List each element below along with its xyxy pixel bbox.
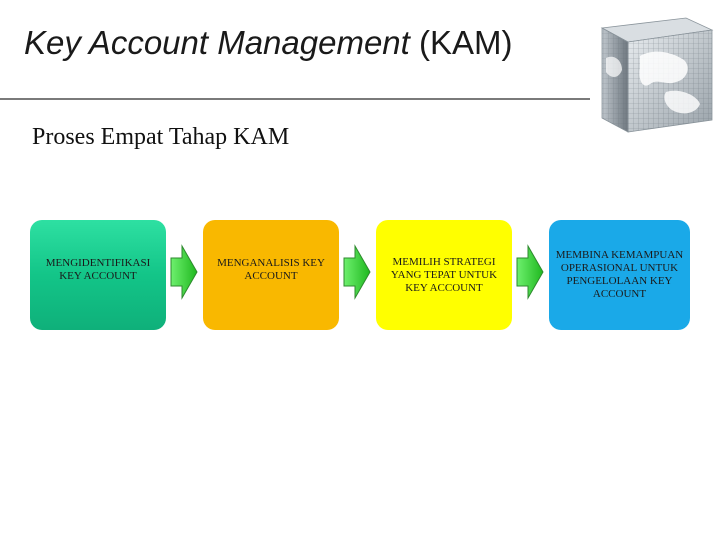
slide-title-plain: (KAM) [419,24,513,61]
step-3-label: MEMILIH STRATEGI YANG TEPAT UNTUK KEY AC… [390,255,498,294]
slide-title: Key Account Management (KAM) [24,24,513,62]
right-arrow-icon [343,244,371,300]
step-4-label: MEMBINA KEMAMPUAN OPERASIONAL UNTUK PENG… [555,249,684,300]
slide-subtitle: Proses Empat Tahap KAM [32,124,290,150]
step-1-label: MENGIDENTIFIKASI KEY ACCOUNT [45,257,151,282]
right-arrow-icon [516,244,544,300]
step-1-box: MENGIDENTIFIKASI KEY ACCOUNT [30,220,166,330]
title-divider [0,98,590,100]
slide-title-italic: Key Account Management [24,24,410,61]
step-3-box: MEMILIH STRATEGI YANG TEPAT UNTUK KEY AC… [376,220,512,330]
step-4-box: MEMBINA KEMAMPUAN OPERASIONAL UNTUK PENG… [549,220,690,330]
globe-cube-icon [600,17,714,133]
step-2-label: MENGANALISIS KEY ACCOUNT [217,257,325,282]
step-2-box: MENGANALISIS KEY ACCOUNT [203,220,339,330]
right-arrow-icon [170,244,198,300]
